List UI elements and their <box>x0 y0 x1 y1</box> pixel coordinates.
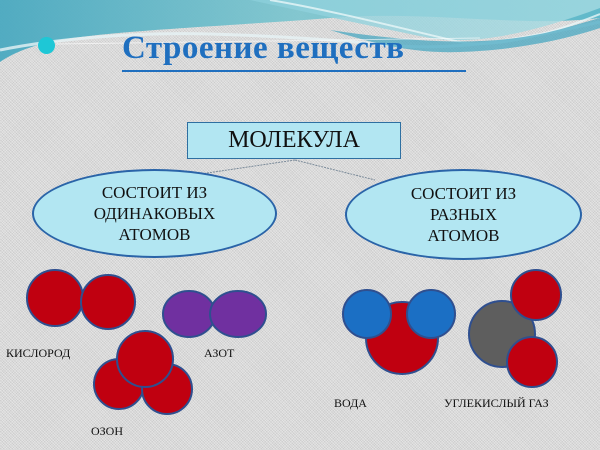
same-atoms-line-1: СОСТОИТ ИЗ <box>101 183 208 202</box>
page-title: Строение веществ <box>122 30 405 66</box>
oxygen-molecule-icon <box>26 269 136 330</box>
bullet-dot <box>38 37 55 54</box>
different-atoms-line-1: СОСТОИТ ИЗ <box>410 184 517 203</box>
nitrogen-molecule-icon <box>162 290 267 338</box>
same-atoms-ellipse: СОСТОИТ ИЗ ОДИНАКОВЫХ АТОМОВ <box>32 169 277 258</box>
same-atoms-line-3: АТОМОВ <box>118 225 191 244</box>
title-underline <box>122 70 466 72</box>
ozone-molecule-icon <box>93 330 193 415</box>
molecule-root-box: МОЛЕКУЛА <box>187 122 401 159</box>
different-atoms-line-3: АТОМОВ <box>427 226 500 245</box>
carbon-dioxide-molecule-icon <box>468 269 562 388</box>
nitrogen-label: АЗОТ <box>204 346 235 360</box>
molecule-label: МОЛЕКУЛА <box>228 127 360 153</box>
oxygen-label: КИСЛОРОД <box>6 346 71 360</box>
water-molecule-icon <box>342 289 456 375</box>
ozone-label: ОЗОН <box>91 424 124 438</box>
different-atoms-ellipse: СОСТОИТ ИЗ РАЗНЫХ АТОМОВ <box>345 169 582 260</box>
carbon-dioxide-label: УГЛЕКИСЛЫЙ ГАЗ <box>444 396 549 410</box>
different-atoms-line-2: РАЗНЫХ <box>429 205 498 224</box>
water-label: ВОДА <box>334 396 367 410</box>
same-atoms-line-2: ОДИНАКОВЫХ <box>93 204 216 223</box>
